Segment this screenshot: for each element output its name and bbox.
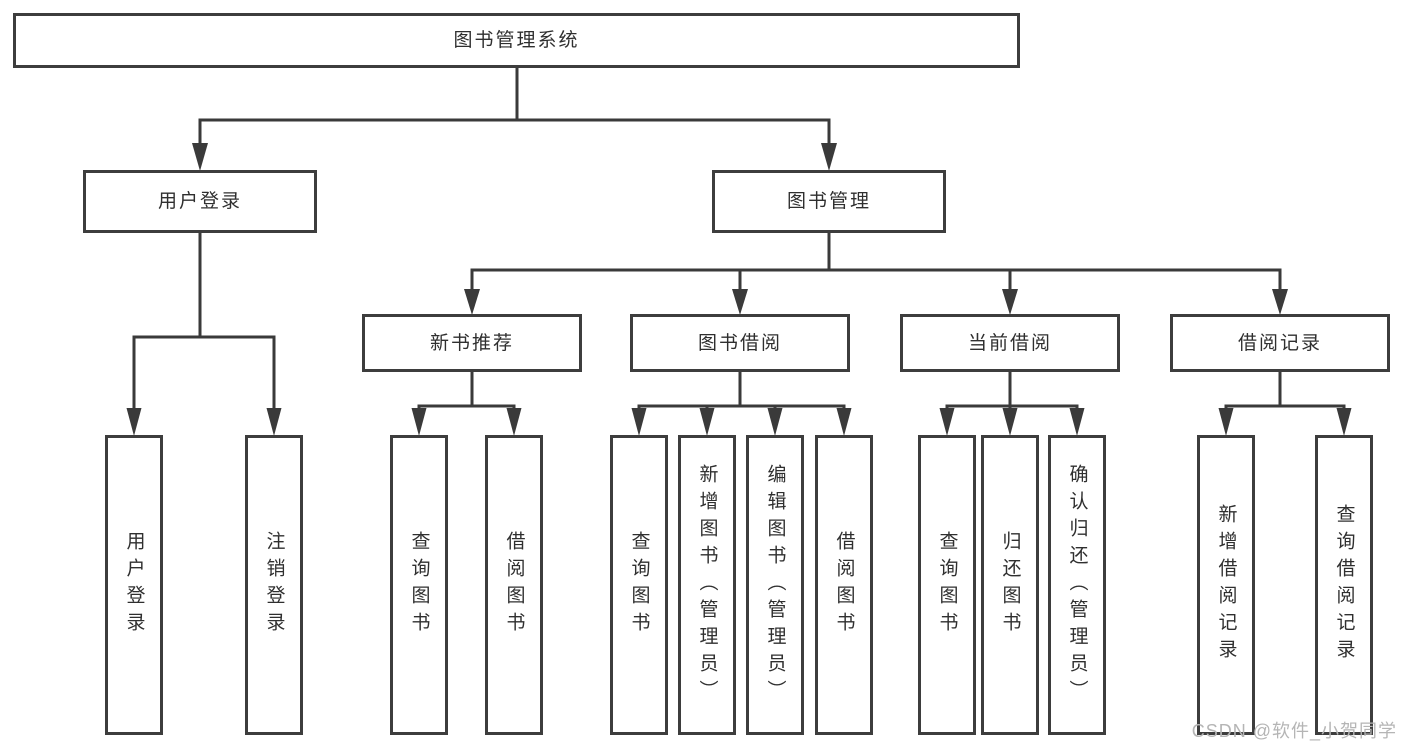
node-book-management: 图书管理 bbox=[712, 170, 946, 233]
leaf-user-login: 用户登录 bbox=[105, 435, 163, 735]
leaf-logout: 注销登录 bbox=[245, 435, 303, 735]
leaf-borrowing-edit-books-admin: 编辑图书（管理员） bbox=[746, 435, 804, 735]
leaf-current-return-books: 归还图书 bbox=[981, 435, 1039, 735]
leaf-borrowing-query-books: 查询图书 bbox=[610, 435, 668, 735]
leaf-newbooks-query-books: 查询图书 bbox=[390, 435, 448, 735]
leaf-current-query-books: 查询图书 bbox=[918, 435, 976, 735]
leaf-newbooks-borrow-books: 借阅图书 bbox=[485, 435, 543, 735]
node-book-borrowing: 图书借阅 bbox=[630, 314, 850, 372]
node-user-login: 用户登录 bbox=[83, 170, 317, 233]
node-borrowing-records: 借阅记录 bbox=[1170, 314, 1390, 372]
leaf-records-add-borrow-record: 新增借阅记录 bbox=[1197, 435, 1255, 735]
leaf-records-query-borrow-record: 查询借阅记录 bbox=[1315, 435, 1373, 735]
arrowheads bbox=[126, 143, 1352, 436]
leaf-borrowing-borrow-books: 借阅图书 bbox=[815, 435, 873, 735]
node-new-book-recommendation: 新书推荐 bbox=[362, 314, 582, 372]
csdn-watermark: CSDN @软件_小贺同学 bbox=[1191, 721, 1397, 741]
node-library-management-system: 图书管理系统 bbox=[13, 13, 1020, 68]
leaf-current-confirm-return-admin: 确认归还（管理员） bbox=[1048, 435, 1106, 735]
node-current-borrowing: 当前借阅 bbox=[900, 314, 1120, 372]
leaf-borrowing-add-books-admin: 新增图书（管理员） bbox=[678, 435, 736, 735]
